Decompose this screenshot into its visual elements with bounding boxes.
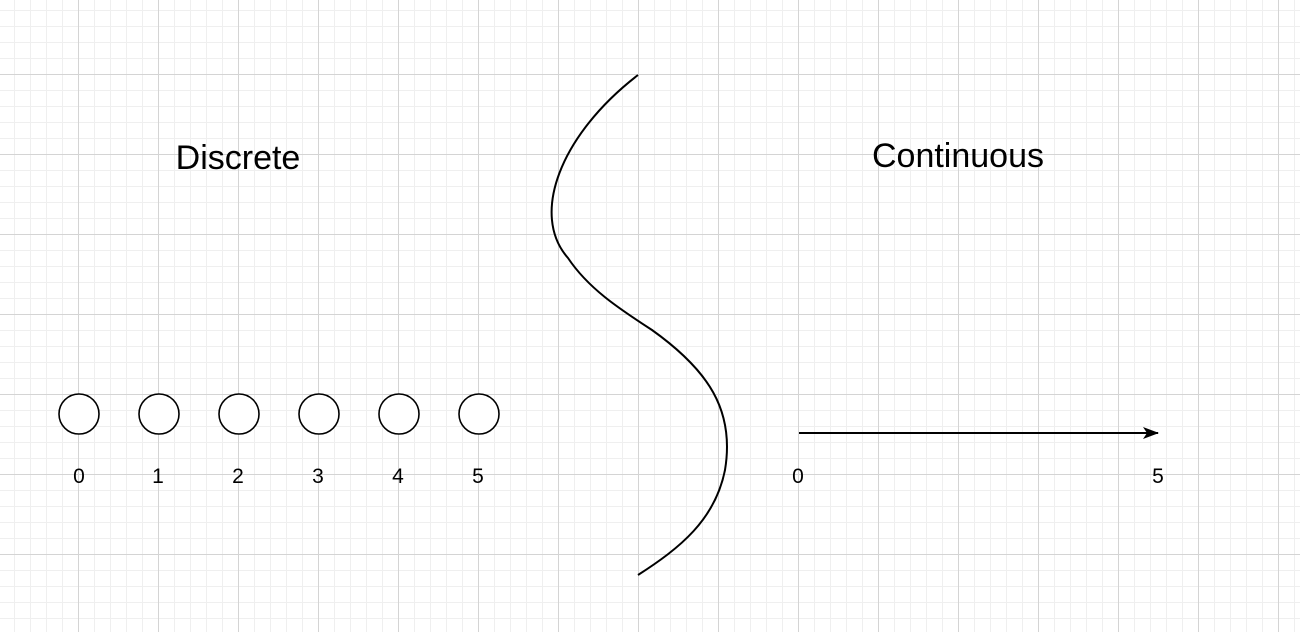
discrete-point-circle	[218, 393, 260, 435]
continuous-title: Continuous	[871, 137, 1045, 175]
continuous-end-label: 5	[1152, 465, 1164, 488]
discrete-point-label: 1	[152, 465, 164, 488]
discrete-title: Discrete	[175, 139, 301, 177]
discrete-point-circle	[378, 393, 420, 435]
discrete-point-circle	[58, 393, 100, 435]
discrete-point-circle	[458, 393, 500, 435]
continuous-start-label: 0	[792, 465, 804, 488]
discrete-point-label: 5	[472, 465, 484, 488]
discrete-points	[58, 393, 500, 435]
discrete-point-circle	[138, 393, 180, 435]
divider-curve	[550, 74, 729, 576]
discrete-point-label: 4	[392, 465, 404, 488]
discrete-point-label: 0	[73, 465, 85, 488]
discrete-point-circle	[298, 393, 340, 435]
discrete-point-label: 2	[232, 465, 244, 488]
discrete-point-label: 3	[312, 465, 324, 488]
